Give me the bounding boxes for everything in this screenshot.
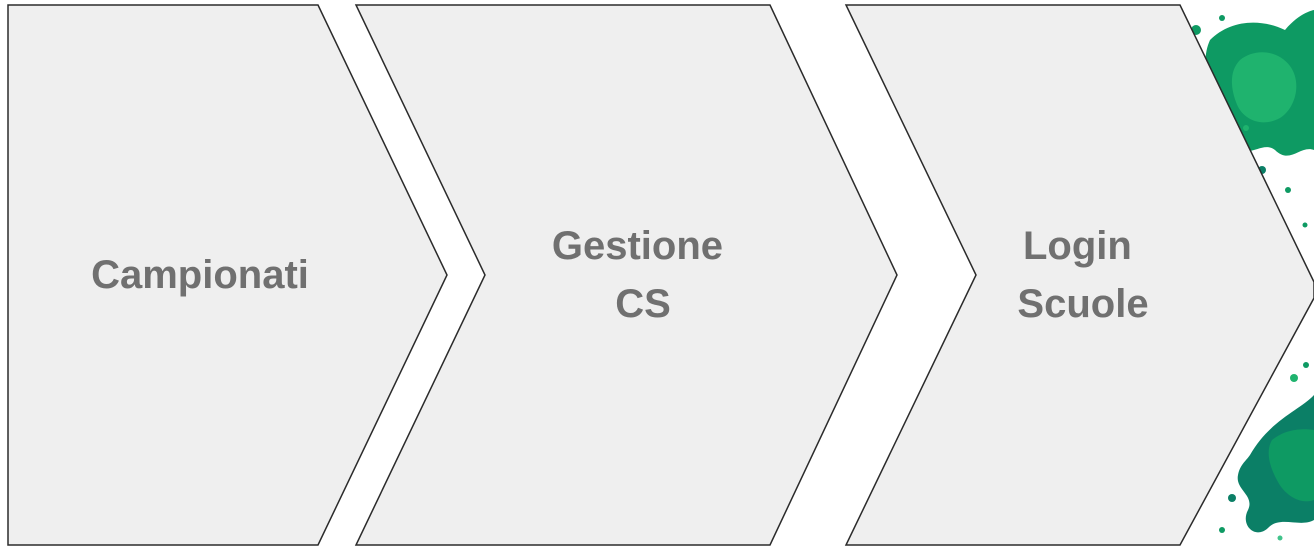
chevron-step-3: Login Scuole <box>844 4 1314 546</box>
step-3-label-line-2: Scuole <box>1017 282 1148 326</box>
paint-splash-bottom-right <box>1219 362 1314 541</box>
step-3-label-line-1: Login <box>1023 224 1132 268</box>
chevron-step-2: Gestione CS <box>354 4 898 546</box>
step-2-label: Gestione CS <box>552 224 734 326</box>
step-1-label: Campionati <box>91 253 309 297</box>
chevron-step-1: Campionati <box>7 4 448 546</box>
step-2-label-line-2: CS <box>615 282 671 326</box>
step-3-label: Login Scuole <box>1017 224 1148 326</box>
step-2-label-line-1: Gestione <box>552 224 723 268</box>
step-1-label-line-1: Campionati <box>91 253 309 297</box>
